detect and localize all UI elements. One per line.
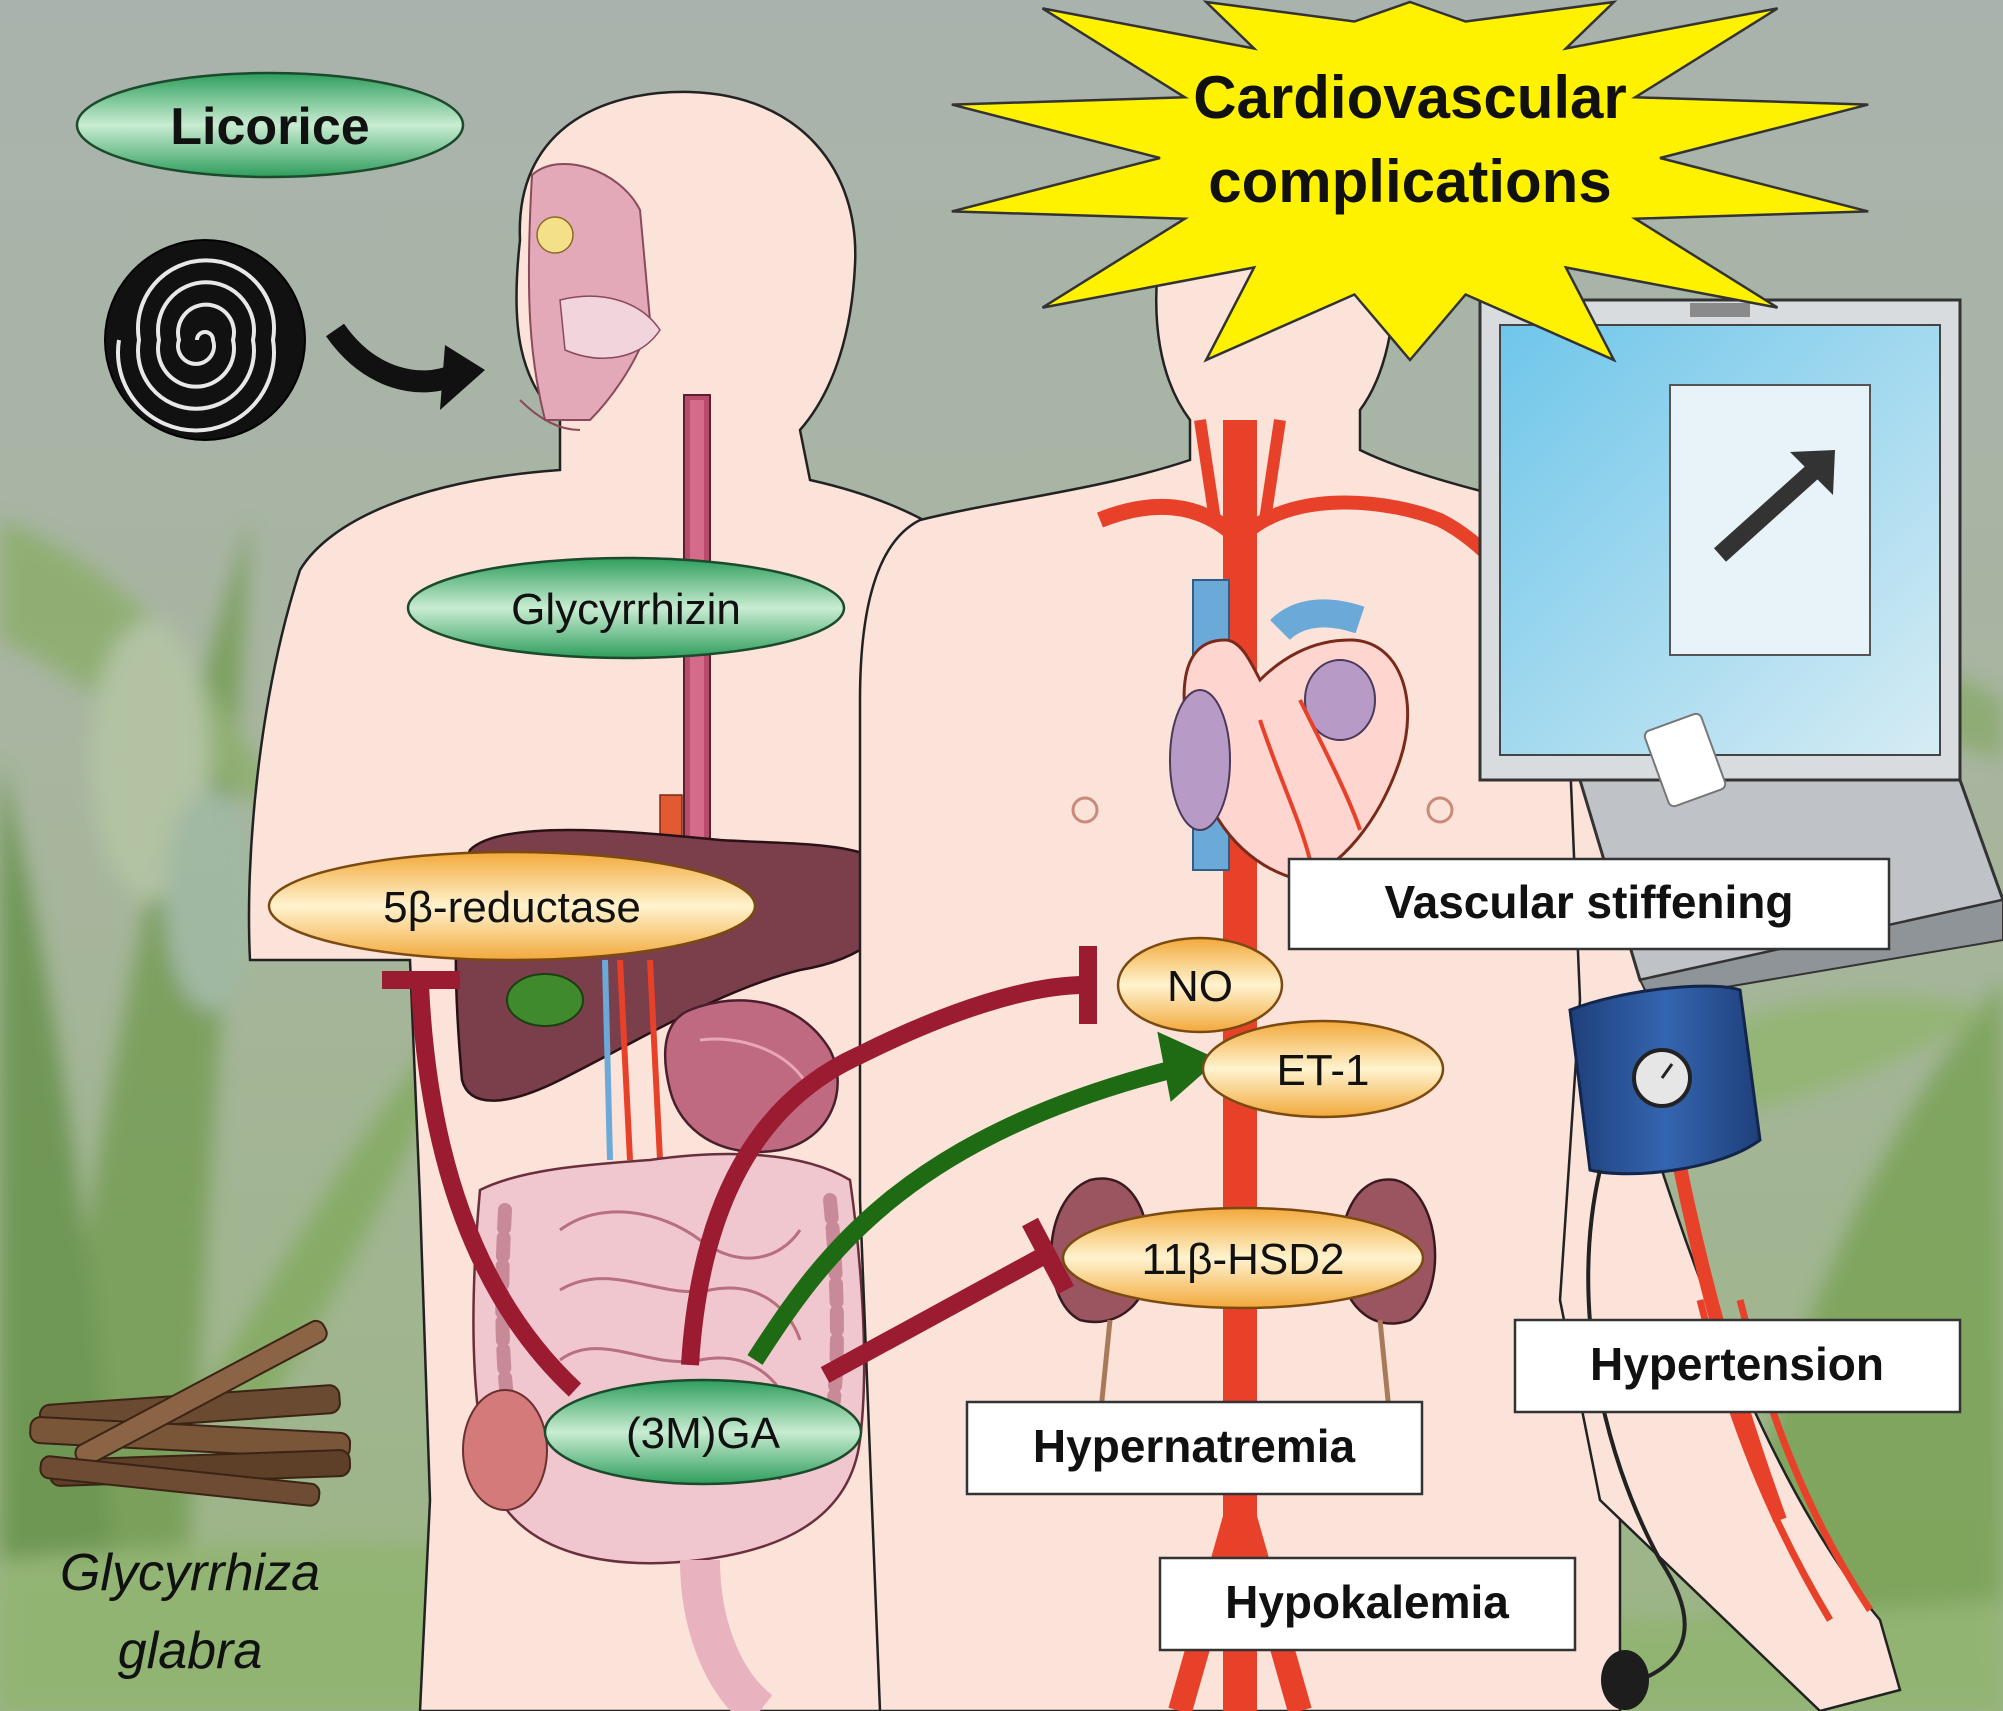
hypertension-box: Hypertension	[1513, 1318, 1962, 1414]
et1-label: ET-1	[1201, 1019, 1445, 1119]
hypokalemia-box: Hypokalemia	[1158, 1556, 1577, 1652]
svg-text:5β-reductase: 5β-reductase	[383, 883, 641, 932]
hypernatremia-box: Hypernatremia	[965, 1400, 1424, 1496]
svg-text:11β-HSD2: 11β-HSD2	[1141, 1235, 1344, 1284]
title-starburst: Cardiovascular complications	[951, 0, 1869, 363]
ga-label: (3M)GA	[543, 1378, 863, 1486]
plant-name-line-1: Glycyrrhiza	[60, 1544, 320, 1602]
svg-text:Hypernatremia: Hypernatremia	[1033, 1420, 1356, 1472]
licorice-root-sticks-icon	[29, 1319, 352, 1507]
svg-text:Glycyrrhizin: Glycyrrhizin	[511, 585, 741, 634]
title-line-2: complications	[1208, 148, 1611, 215]
svg-text:Hypertension: Hypertension	[1590, 1338, 1884, 1390]
glycyrrhizin-label: Glycyrrhizin	[406, 556, 846, 660]
svg-text:Licorice: Licorice	[170, 98, 369, 156]
title-line-1: Cardiovascular	[1193, 64, 1627, 131]
svg-text:NO: NO	[1167, 962, 1233, 1011]
inhibit-bar-hsd2	[1022, 1217, 1074, 1295]
pathway-arrows	[382, 946, 1219, 1397]
plant-name-line-2: glabra	[118, 1622, 263, 1680]
licorice-spiral-icon	[104, 239, 306, 441]
svg-text:ET-1: ET-1	[1277, 1046, 1370, 1095]
blood-pressure-cuff-icon	[1568, 984, 1762, 1710]
reductase-label: 5β-reductase	[267, 850, 757, 962]
hsd2-label: 11β-HSD2	[1061, 1206, 1425, 1310]
no-label: NO	[1116, 936, 1284, 1034]
vascular-stiffening-box: Vascular stiffening	[1287, 857, 1891, 951]
licorice-label: Licorice	[75, 71, 465, 179]
svg-text:Vascular stiffening: Vascular stiffening	[1384, 876, 1793, 928]
svg-text:Hypokalemia: Hypokalemia	[1225, 1576, 1509, 1628]
ingestion-arrow	[325, 323, 485, 410]
svg-text:(3M)GA: (3M)GA	[626, 1409, 781, 1458]
